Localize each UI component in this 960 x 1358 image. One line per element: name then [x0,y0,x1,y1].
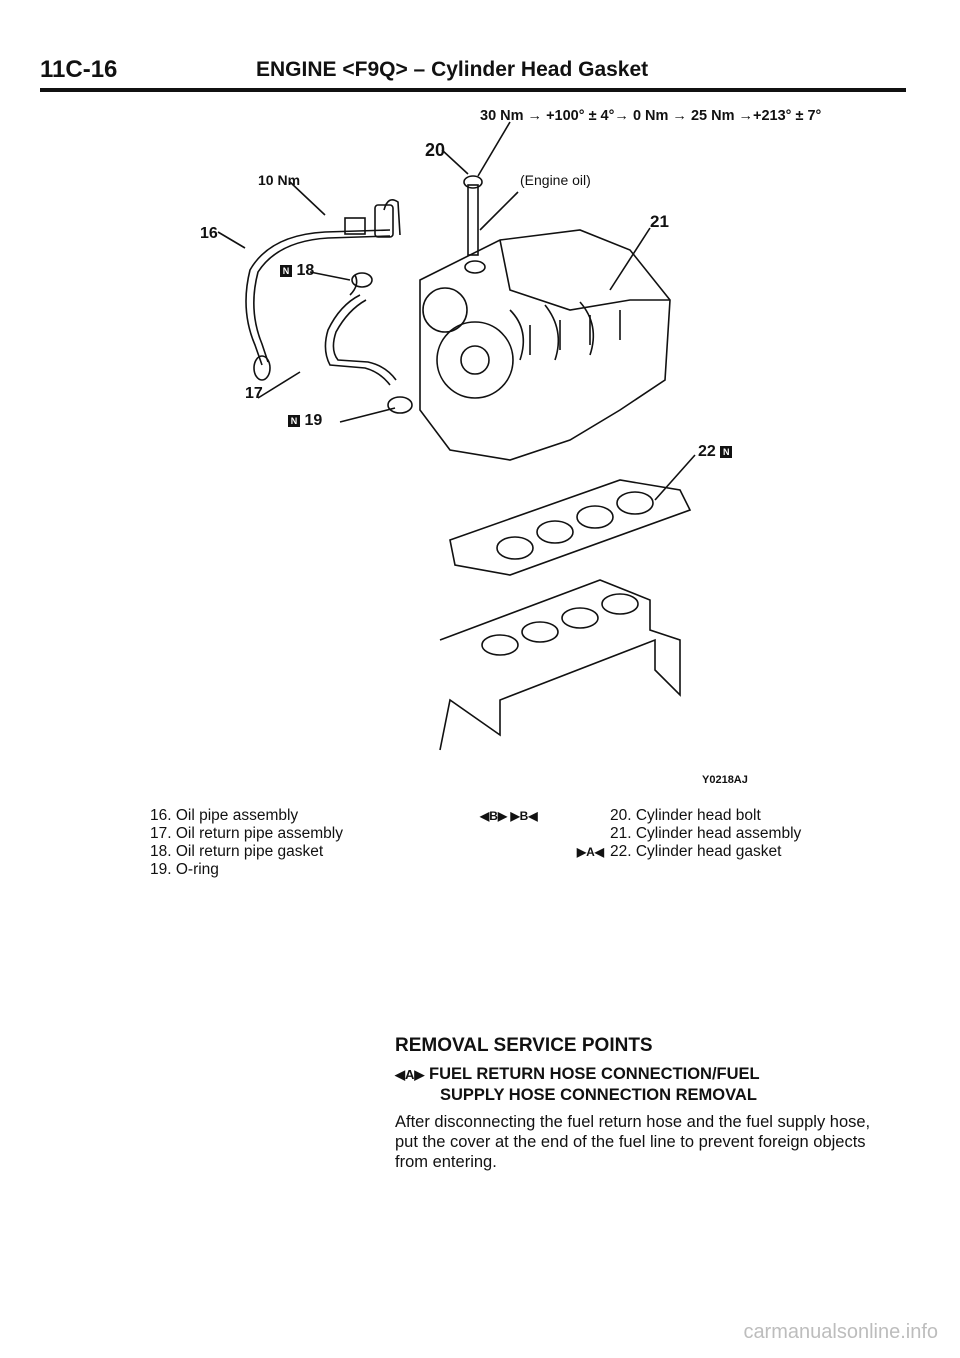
service-marks: ▶A◀ [576,845,604,859]
section-heading: REMOVAL SERVICE POINTS [395,1035,653,1056]
pulley [436,321,514,399]
oring-19 [387,396,413,414]
service-marks: ◀B▶ ▶B◀ [480,809,538,823]
service-point-title: ◀A▶ FUEL RETURN HOSE CONNECTION/FUEL SUP… [395,1065,760,1104]
label-19: N 19 [288,412,322,430]
new-part-marker: N [720,445,733,458]
oil-pipe-line-inner [253,235,391,363]
service-point-body: After disconnecting the fuel return hose… [395,1113,871,1171]
leader-21 [609,227,651,291]
label-20: 20 [425,140,446,160]
gasket-18 [351,272,373,288]
head-gasket [449,479,692,576]
leader-20 [441,149,469,175]
label-22: 22 N [698,443,733,461]
leader-17 [257,371,301,399]
legend-item: 17. Oil return pipe assembly [150,825,343,842]
leader-16 [217,231,246,249]
pipe-end [253,355,271,381]
figure-code: Y0218AJ [702,774,748,786]
head-bolt [467,184,479,256]
page-title: ENGINE <F9Q> – Cylinder Head Gasket [256,58,649,81]
leader-oil [479,191,519,231]
leader-22 [654,454,696,501]
legend-item: 16. Oil pipe assembly [150,807,299,824]
leader-19 [339,407,396,423]
page-number: 11C-16 [40,56,118,83]
new-part-marker: N [288,414,300,427]
legend-right: ◀B▶ ▶B◀20. Cylinder head bolt 21. Cylind… [480,807,801,861]
legend-left: 16. Oil pipe assembly 17. Oil return pip… [150,807,343,879]
torque-bolt-label: 30 Nm → +100° ± 4°→ 0 Nm → 25 Nm →+213° … [480,108,822,124]
engine-block [439,579,681,751]
legend-item: 21. Cylinder head assembly [610,825,802,842]
leader-18 [309,271,351,281]
oil-pipe-line [245,229,391,366]
engine-illustration [217,121,696,751]
pipe-fitting [344,217,366,235]
engine-oil-label: (Engine oil) [520,172,591,188]
label-16: 16 [200,225,218,242]
leader-torque [477,121,511,177]
service-mark: ◀A▶ [395,1067,425,1082]
label-17: 17 [245,385,263,402]
pipe-banjo [374,204,394,238]
return-pipe [324,294,391,386]
cylinder-head-outline [419,229,671,461]
new-part-marker: N [280,264,292,277]
bolt-washer [464,260,486,274]
legend-item: ▶A◀22. Cylinder head gasket [480,843,801,861]
label-21: 21 [650,212,669,231]
header-rule [40,88,906,92]
injector-lines [509,301,595,361]
legend-item: 18. Oil return pipe gasket [150,843,324,860]
label-18: N 18 [280,262,314,280]
exploded-diagram: 30 Nm → +100° ± 4°→ 0 Nm → 25 Nm →+213° … [150,108,870,790]
legend-item: 19. O-ring [150,861,219,878]
pipe-torque-label: 10 Nm [258,172,301,188]
legend-item: ◀B▶ ▶B◀20. Cylinder head bolt [480,807,761,824]
watermark: carmanualsonline.info [743,1321,938,1343]
leader-pipe-torque [289,181,326,216]
